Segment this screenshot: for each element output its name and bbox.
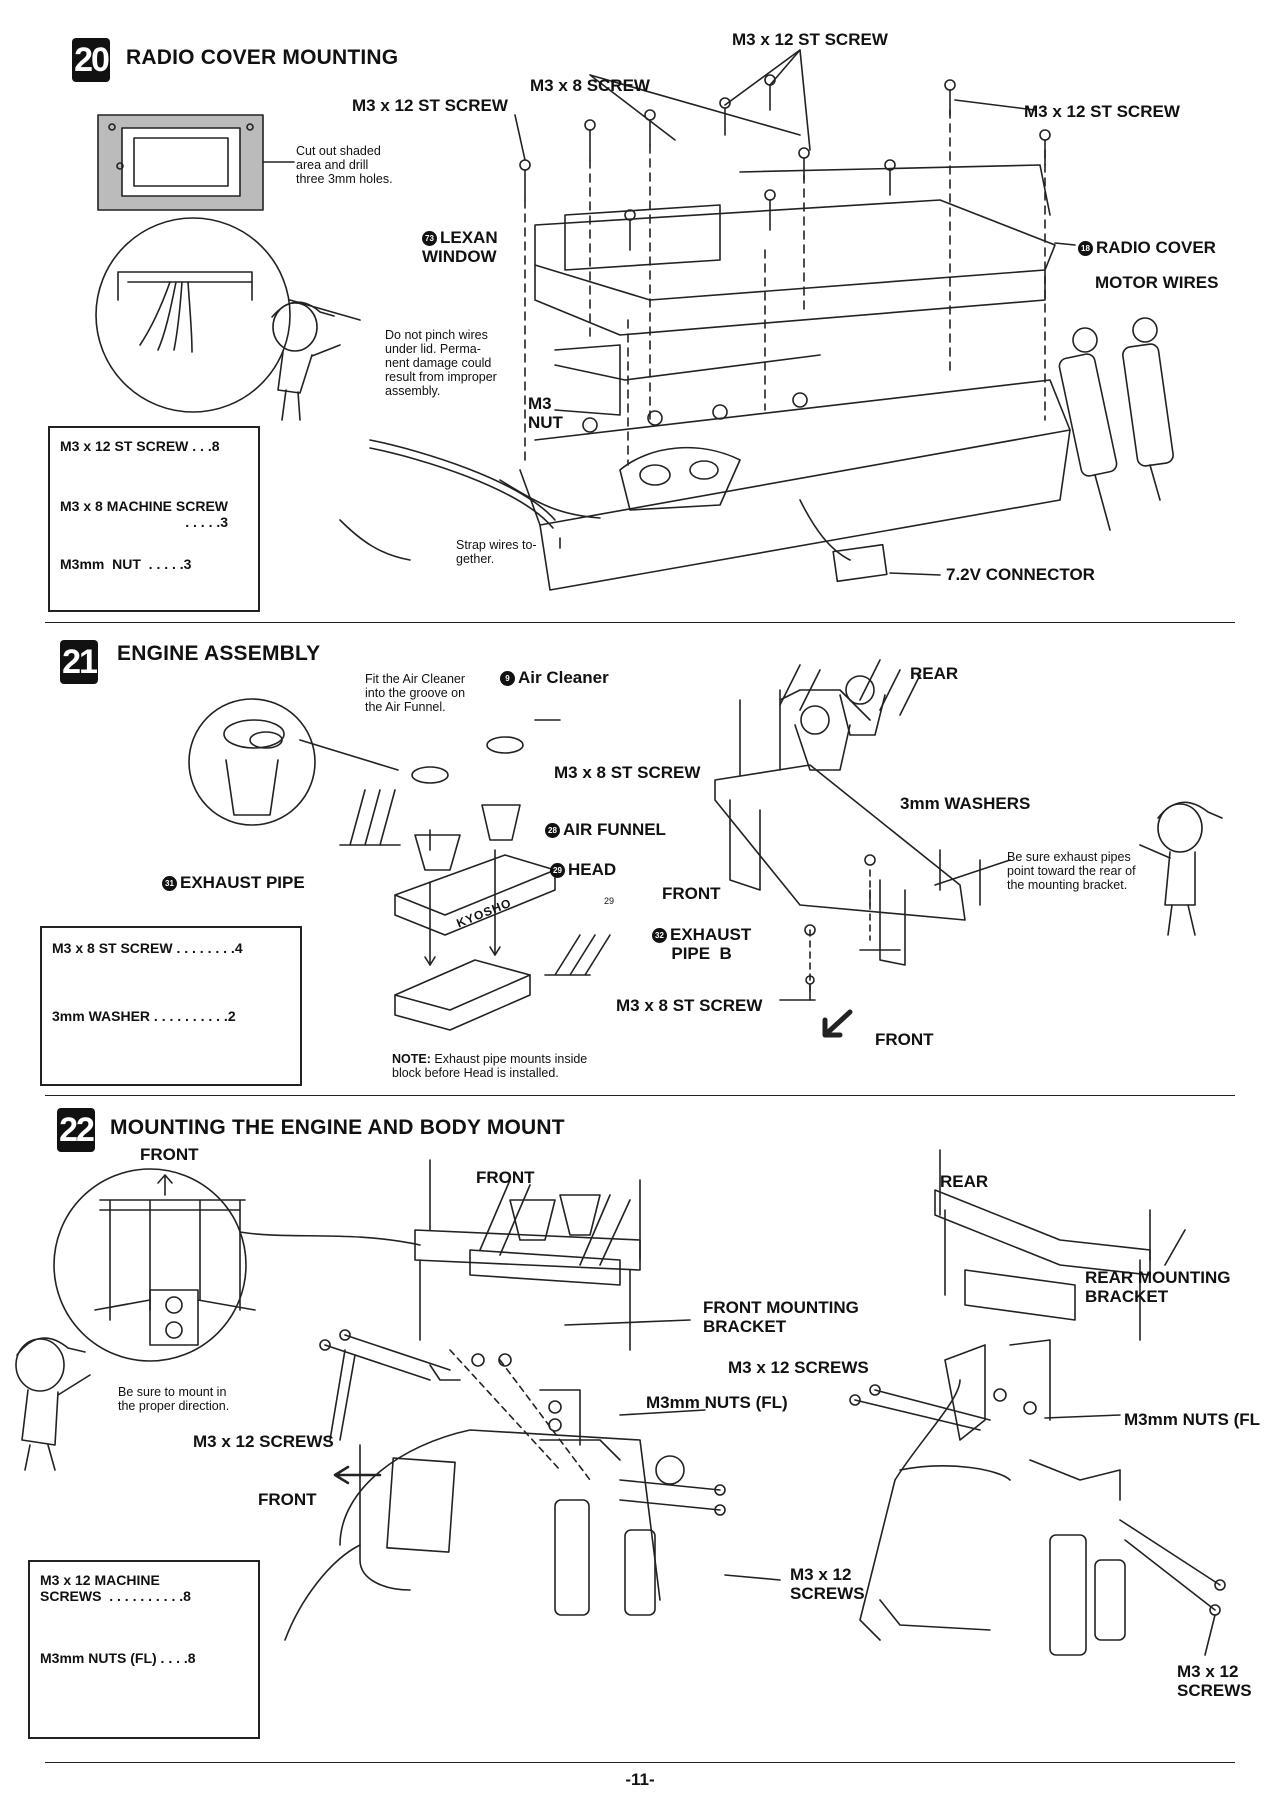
- note-pinch-wires: Do not pinch wires under lid. Perma- nen…: [385, 328, 497, 398]
- step-21-title: ENGINE ASSEMBLY: [117, 642, 321, 665]
- parts-box-step22: M3 x 12 MACHINE SCREWS . . . . . . . . .…: [28, 1560, 260, 1739]
- note-fit-air-cleaner: Fit the Air Cleaner into the groove on t…: [365, 672, 466, 714]
- shock-absorbers: [1058, 317, 1174, 531]
- label-front-mounting-bracket: FRONT MOUNTING BRACKET: [703, 1298, 859, 1336]
- label-rear: REAR: [910, 664, 959, 683]
- part-number-badge: 29: [550, 863, 565, 879]
- label-m3-nut: M3 NUT: [528, 394, 563, 432]
- radio-cover-cutout-diagram: [97, 114, 295, 211]
- part-3mm-washer: 3mm WASHER . . . . . . . . . .2: [52, 1008, 236, 1024]
- label-m3x12-screws-left: M3 x 12 SCREWS: [193, 1432, 334, 1451]
- label-rear-mounting-bracket: REAR MOUNTING BRACKET: [1085, 1268, 1231, 1306]
- note-cutout: Cut out shaded area and drill three 3mm …: [296, 144, 393, 186]
- rear-body-mount-illustration: [849, 1149, 1226, 1656]
- part-m3mm-nuts-fl: M3mm NUTS (FL) . . . .8: [40, 1650, 196, 1666]
- note-strap-wires: Strap wires to- gether.: [456, 538, 537, 566]
- part-number-badge: 31: [162, 876, 177, 892]
- step-20-number: 20: [72, 38, 110, 82]
- step-22-number: 22: [57, 1108, 95, 1152]
- section-divider: [45, 622, 1235, 623]
- front-direction-arrow: [822, 1009, 853, 1038]
- part-number-badge: 28: [545, 823, 560, 839]
- part-m3x12-st-screw: M3 x 12 ST SCREW . . .8: [60, 438, 220, 454]
- engine-assembly-illustration: [188, 698, 611, 1031]
- cartoon-kid-step22: [15, 1337, 91, 1471]
- step-21-number: 21: [60, 640, 98, 684]
- label-front-2: FRONT: [875, 1030, 934, 1049]
- label-m3x8-screw: M3 x 8 SCREW: [530, 76, 650, 95]
- wire-detail-circle: [95, 217, 361, 413]
- label-m3x12-screws-lower-right: M3 x 12 SCREWS: [1177, 1662, 1252, 1700]
- connector-and-wires: [339, 439, 941, 583]
- part-m3x12-machine-screws: M3 x 12 MACHINE SCREWS . . . . . . . . .…: [40, 1572, 191, 1604]
- radio-cover-box: [514, 49, 1076, 591]
- part-number-badge: 9: [500, 671, 515, 687]
- cartoon-kid-step20: [271, 301, 341, 421]
- note-exhaust-mount: NOTE: Exhaust pipe mounts inside block b…: [392, 1052, 588, 1080]
- note-mount-direction: Be sure to mount in the proper direction…: [118, 1385, 230, 1413]
- label-front-top: FRONT: [476, 1168, 535, 1187]
- parts-box-step20: M3 x 12 ST SCREW . . .8 M3 x 8 MACHINE S…: [48, 426, 260, 612]
- label-m3x12-st-screw-left: M3 x 12 ST SCREW: [352, 96, 508, 115]
- label-m3x12-st-screw-top: M3 x 12 ST SCREW: [732, 30, 888, 49]
- label-3mm-washers: 3mm WASHERS: [900, 794, 1031, 813]
- part-m3x8-st-screw: M3 x 8 ST SCREW . . . . . . . .4: [52, 940, 243, 956]
- part-number-badge: 73: [422, 231, 437, 247]
- label-front-1: FRONT: [662, 884, 721, 903]
- rear-bracket-step21: [714, 659, 1011, 1001]
- label-m3x12-screws-lower-mid: M3 x 12 SCREWS: [790, 1565, 865, 1603]
- parts-box-step21: M3 x 8 ST SCREW . . . . . . . .4 3mm WAS…: [40, 926, 302, 1086]
- part-number-badge: 18: [1078, 241, 1093, 257]
- label-m3x8-st-screw-top: M3 x 8 ST SCREW: [554, 763, 701, 782]
- label-m3mm-nuts-right: M3mm NUTS (FL: [1124, 1410, 1260, 1429]
- section-divider: [45, 1095, 1235, 1096]
- step-22-title: MOUNTING THE ENGINE AND BODY MOUNT: [110, 1116, 565, 1139]
- label-motor-wires: MOTOR WIRES: [1095, 273, 1219, 292]
- label-rear: REAR: [940, 1172, 989, 1191]
- label-front-left: FRONT: [258, 1490, 317, 1509]
- head-small-part-number: 29: [604, 896, 615, 906]
- mount-direction-detail: [53, 1168, 421, 1362]
- part-number-badge: 32: [652, 928, 667, 944]
- note-exhaust-direction: Be sure exhaust pipes point toward the r…: [1007, 850, 1136, 892]
- page-number: -11-: [625, 1770, 655, 1789]
- front-engine-illustration: [284, 1159, 781, 1641]
- label-m3x8-st-screw-bottom: M3 x 8 ST SCREW: [616, 996, 763, 1015]
- label-7-2v-connector: 7.2V CONNECTOR: [946, 565, 1095, 584]
- step-20-title: RADIO COVER MOUNTING: [126, 46, 399, 69]
- cartoon-kid-step21: [1139, 801, 1223, 936]
- bottom-divider: [45, 1762, 1235, 1763]
- label-m3x12-screws-mid: M3 x 12 SCREWS: [728, 1358, 869, 1377]
- label-front-arrow: FRONT: [140, 1145, 199, 1164]
- label-m3x12-st-screw-right: M3 x 12 ST SCREW: [1024, 102, 1180, 121]
- part-m3x8-machine-screw: M3 x 8 MACHINE SCREW . . . . .3: [60, 498, 229, 530]
- part-m3mm-nut: M3mm NUT . . . . .3: [60, 556, 192, 572]
- screw-icons: [519, 74, 1051, 251]
- label-m3mm-nuts-left: M3mm NUTS (FL): [646, 1393, 788, 1412]
